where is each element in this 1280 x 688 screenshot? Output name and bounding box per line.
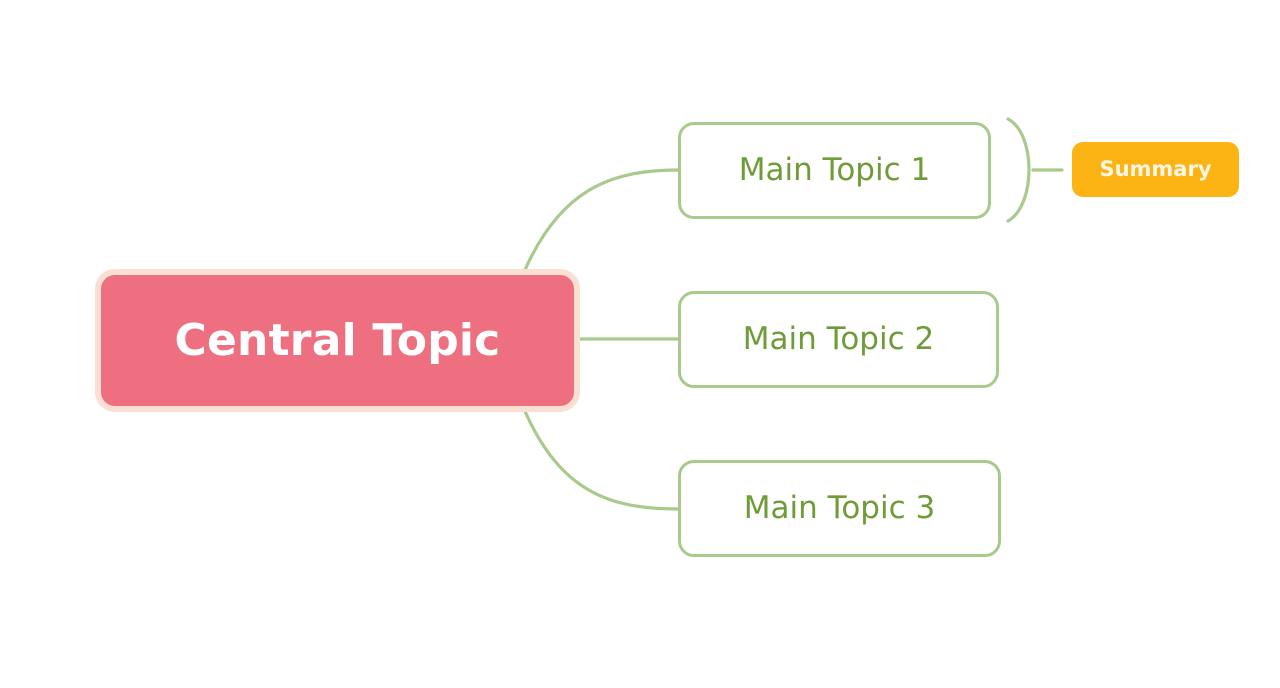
connector-central-to-topic-3	[522, 407, 680, 511]
main-topic-label-1: Main Topic 1	[738, 152, 931, 188]
main-topic-node-2[interactable]: Main Topic 2	[678, 291, 999, 388]
central-topic-node[interactable]: Central Topic	[95, 269, 580, 412]
main-topic-node-3[interactable]: Main Topic 3	[678, 460, 1001, 557]
main-topic-label-2: Main Topic 2	[742, 321, 935, 357]
summary-node[interactable]: Summary	[1072, 142, 1239, 197]
connector-central-to-topic-1	[522, 168, 680, 274]
main-topic-node-1[interactable]: Main Topic 1	[678, 122, 991, 219]
summary-brace-icon	[1006, 117, 1031, 223]
main-topic-label-3: Main Topic 3	[743, 490, 936, 526]
central-topic-label: Central Topic	[174, 314, 501, 366]
summary-label: Summary	[1099, 157, 1212, 181]
